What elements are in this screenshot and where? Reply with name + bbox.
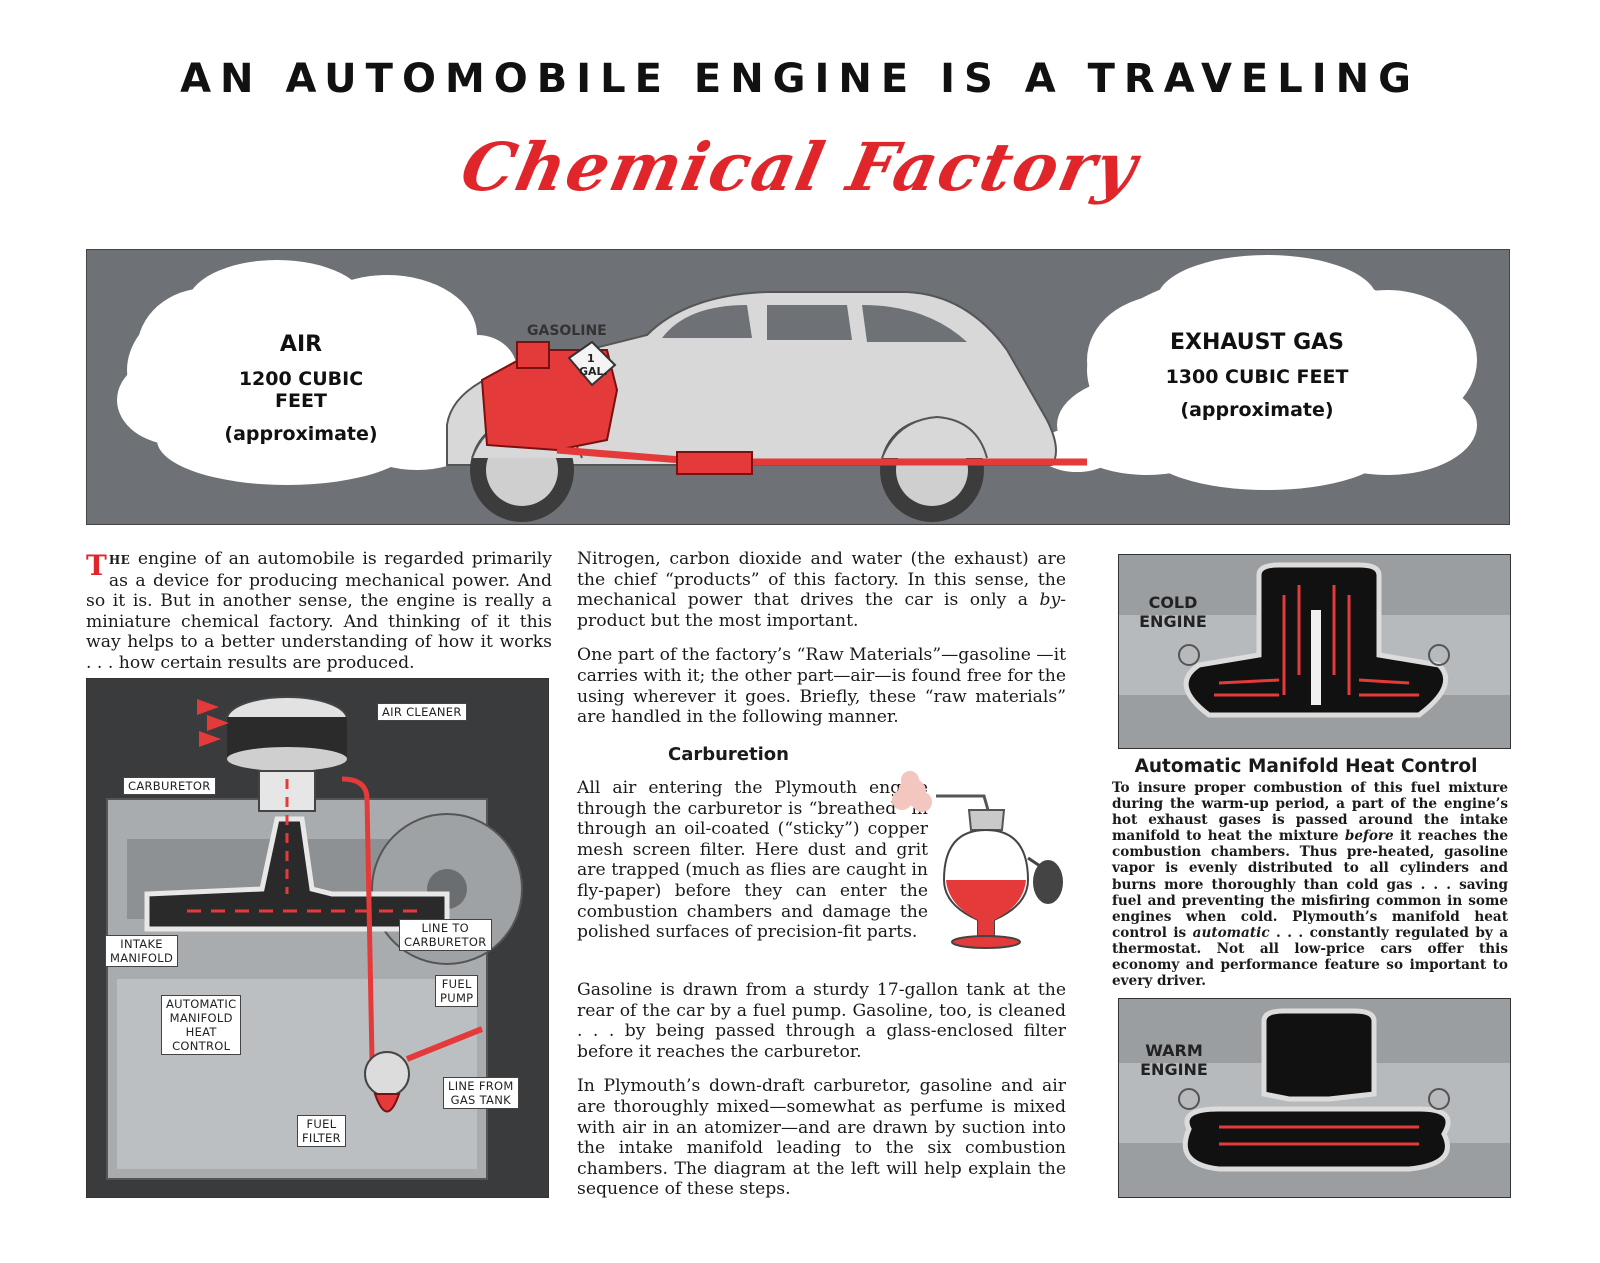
label-auto-line1: AUTOMATIC [166,997,237,1011]
label-automatic-manifold-heat-control: AUTOMATIC MANIFOLD HEAT CONTROL [161,995,242,1055]
label-carburetor: CARBURETOR [123,777,216,795]
car-illustration: GASOLINE 1 GAL. [117,255,1477,522]
exhaust-callout: EXHAUST GAS 1300 CUBIC FEET (approximate… [1157,330,1357,432]
label-auto-line4: CONTROL [172,1039,231,1053]
atomizer-bottle-icon [942,809,1030,949]
side-text-a: To insure proper combustion of this fuel… [1112,780,1508,845]
paragraph-gasoline: Gasoline is drawn from a sturdy 17-gallo… [577,980,1066,1062]
paragraph-products: Nitrogen, carbon dioxide and water (the … [577,549,1066,631]
dropcap: T [86,549,107,582]
p3: All air entering the Plymouth engine thr… [577,778,928,943]
label-cold-line2: ENGINE [1139,612,1207,631]
label-line-from-gas-tank: LINE FROM GAS TANK [443,1077,519,1109]
side-text-c: . . . constantly regulated by a thermost… [1112,924,1508,990]
air-cloud [117,260,517,485]
label-cold-line1: COLD [1148,593,1198,612]
label-air-cleaner: AIR CLEANER [377,703,467,721]
label-fuel-filter-line1: FUEL [306,1117,337,1131]
label-intake-line1: INTAKE [120,937,163,951]
middle-column-top: Nitrogen, carbon dioxide and water (the … [577,549,1066,742]
label-fuel-pump: FUEL PUMP [435,975,479,1007]
label-line-to-carburetor: LINE TO CARBURETOR [399,919,492,951]
label-line-from-line2: GAS TANK [450,1093,511,1107]
air-amount: 1200 CUBIC FEET [238,368,364,412]
atomizer-illustration [892,771,1063,949]
p1-a: Nitrogen, carbon dioxide and water (the … [577,549,1066,611]
perfume-puff-icon [892,771,932,812]
label-auto-line3: HEAT [185,1025,217,1039]
headline: AN AUTOMOBILE ENGINE IS A TRAVELING [180,56,1420,102]
label-line-to-line2: CARBURETOR [404,935,487,949]
exhaust-amount: 1300 CUBIC FEET [1165,366,1349,388]
can-label-top: 1 [587,352,595,365]
label-fuel-pump-line2: PUMP [440,991,474,1005]
intro-lead: HE [108,553,131,567]
sidebar-heading: Automatic Manifold Heat Control [1134,756,1478,777]
paragraph-downdraft: In Plymouth’s down-draft carburetor, gas… [577,1076,1066,1200]
paragraph-air-filter: All air entering the Plymouth engine thr… [577,778,928,957]
label-fuel-filter: FUEL FILTER [297,1115,346,1147]
label-fuel-pump-line1: FUEL [441,977,472,991]
air-callout: AIR 1200 CUBIC FEET (approximate) [211,332,391,456]
paragraph-raw-materials: One part of the factory’s “Raw Materials… [577,645,1067,728]
air-note: (approximate) [224,423,378,445]
p1-em: by [1039,590,1061,611]
label-intake-line2: MANIFOLD [110,951,174,965]
warm-manifold-illustration [1119,999,1510,1197]
label-fuel-filter-line2: FILTER [302,1131,341,1145]
air-title: AIR [279,332,323,357]
gas-can-icon [567,340,617,387]
side-text-b: it reaches the combustion chambers. Thus… [1112,828,1508,941]
gasoline-label: GASOLINE [527,323,607,339]
can-label-bottom: GAL. [579,365,608,378]
exhaust-title: EXHAUST GAS [1169,330,1345,355]
middle-column-bottom: Gasoline is drawn from a sturdy 17-gallo… [577,980,1066,1214]
label-warm-engine: WARM ENGINE [1129,1041,1219,1079]
intro-text: engine of an automobile is regarded prim… [86,549,552,673]
side-text-em2: automatic [1192,924,1270,941]
hero-banner: GASOLINE 1 GAL. AIR 1200 CUBIC FEET (app… [86,249,1510,525]
cold-manifold-illustration [1119,555,1510,748]
exhaust-cloud [1037,255,1477,490]
sidebar-paragraph: To insure proper combustion of this fuel… [1112,780,1508,989]
script-title: Chemical Factory [454,128,1146,206]
engine-diagram: AIR CLEANER CARBURETOR INTAKE MANIFOLD L… [86,678,549,1198]
label-auto-line2: MANIFOLD [169,1011,233,1025]
atomizer-bulb-icon [1027,856,1063,904]
label-line-to-line1: LINE TO [421,921,470,935]
label-warm-line2: ENGINE [1140,1060,1208,1079]
subhead-carburetion: Carburetion [668,744,789,765]
warm-engine-diagram: WARM ENGINE [1118,998,1511,1198]
label-cold-engine: COLD ENGINE [1133,593,1213,631]
cold-engine-diagram: COLD ENGINE [1118,554,1511,749]
side-text-em1: before [1344,828,1394,845]
exhaust-note: (approximate) [1180,399,1334,421]
label-intake-manifold: INTAKE MANIFOLD [105,935,179,967]
p1-b: -product but the most important. [577,590,1066,631]
label-line-from-line1: LINE FROM [448,1079,514,1093]
label-warm-line1: WARM [1145,1041,1203,1060]
